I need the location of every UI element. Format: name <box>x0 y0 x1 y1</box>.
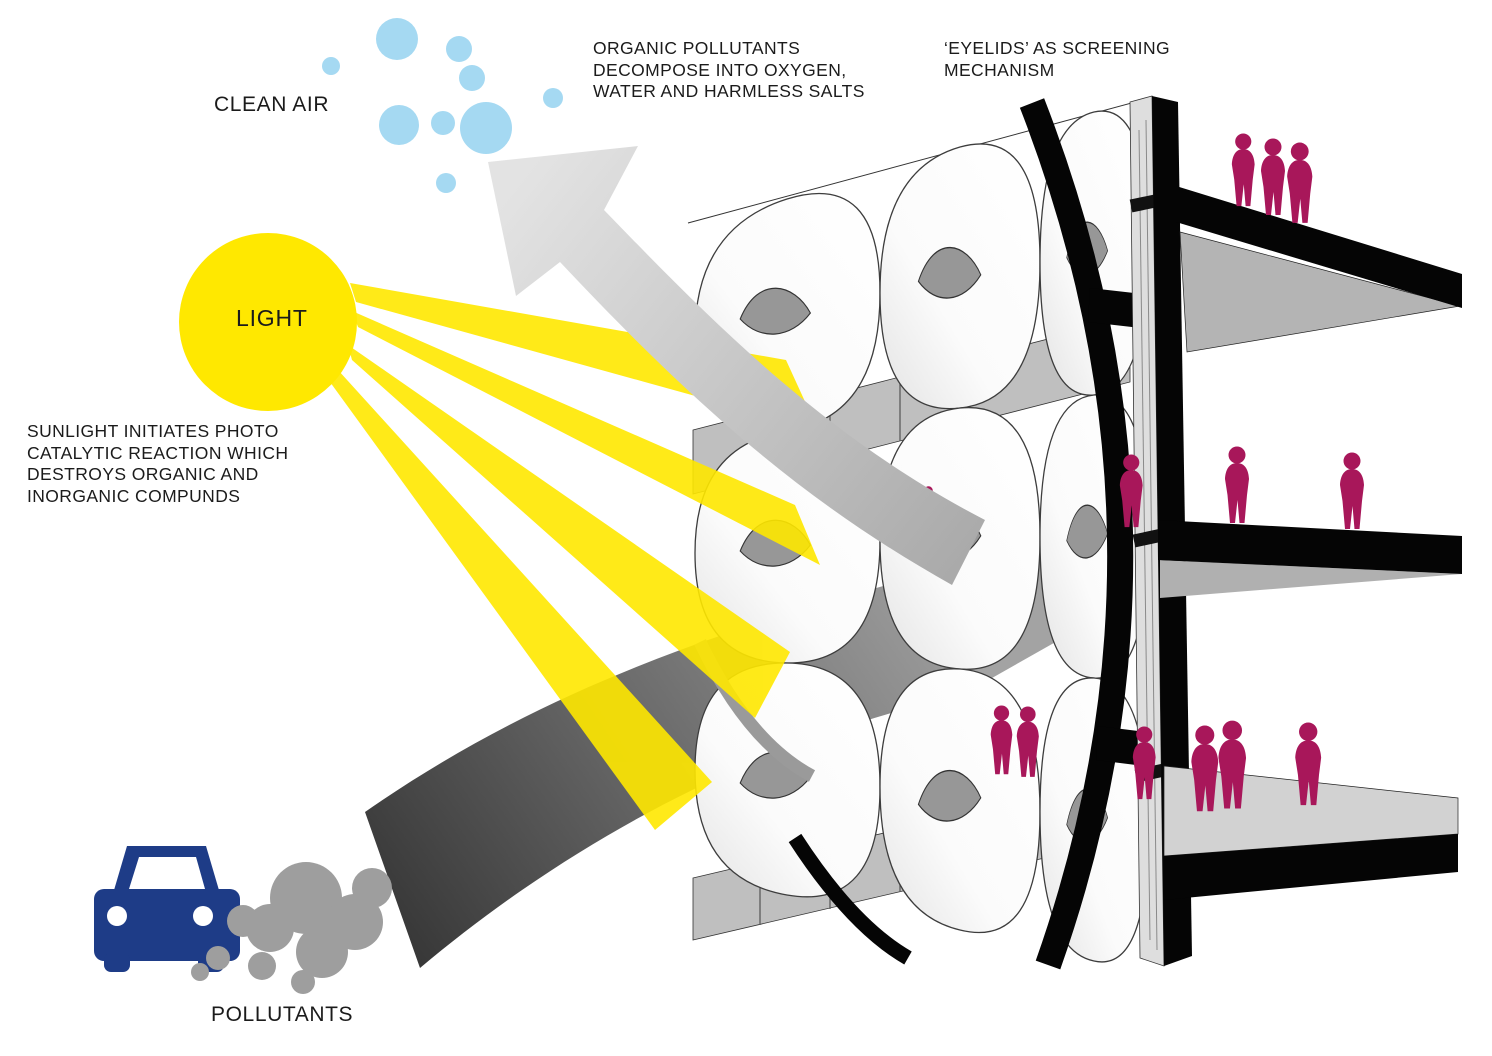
person-silhouette-icon <box>1340 452 1364 529</box>
floor1-underside <box>1179 231 1461 353</box>
organic-pollutants-label: ORGANIC POLLUTANTS DECOMPOSE INTO OXYGEN… <box>593 38 865 101</box>
pollutants-label: POLLUTANTS <box>211 1003 354 1026</box>
sun-ray <box>330 370 712 830</box>
person-silhouette-icon <box>1287 142 1313 223</box>
smoke-cloud-icon <box>191 862 392 994</box>
clean-air-bubbles-icon <box>322 18 563 193</box>
floor2-underside <box>1160 560 1462 598</box>
clean-air-label: CLEAN AIR <box>214 93 330 116</box>
eyelids-screening-label: ‘EYELIDS’ AS SCREENING MECHANISM <box>944 38 1170 80</box>
bubble <box>446 36 472 62</box>
bubble <box>543 88 563 108</box>
bubble <box>379 105 419 145</box>
person-silhouette-icon <box>1261 138 1285 215</box>
clean-air-arrow-icon <box>488 146 985 585</box>
bubble <box>376 18 418 60</box>
sun-ray <box>348 345 790 718</box>
sun-icon <box>179 233 357 411</box>
bubble <box>460 102 512 154</box>
smoke-puff <box>352 868 392 908</box>
car-wheel <box>104 953 130 972</box>
bubble <box>459 65 485 91</box>
floor3-slab <box>1164 834 1458 900</box>
floor1-slab <box>1176 186 1462 308</box>
light-label: LIGHT <box>236 305 308 331</box>
smoke-puff <box>248 952 276 980</box>
eyelid-frame-arc-main <box>1019 98 1134 970</box>
smoke-puff <box>227 905 259 937</box>
person-silhouette-icon <box>1225 446 1249 523</box>
smoke-puff <box>296 926 348 978</box>
smoke-puff <box>191 963 209 981</box>
sunlight-reaction-label: SUNLIGHT INITIATES PHOTO CATALYTIC REACT… <box>27 421 289 506</box>
car-headlight <box>193 906 213 926</box>
eyelid-frame-arc-lower <box>788 833 912 965</box>
facade-top-edge <box>687 97 1151 224</box>
smoke-puff <box>291 970 315 994</box>
sun-ray <box>352 311 820 565</box>
floor2-slab <box>1158 520 1462 574</box>
person-silhouette-icon <box>1231 133 1255 207</box>
car-headlight <box>107 906 127 926</box>
bubble <box>431 111 455 135</box>
car-windshield <box>129 857 205 889</box>
bubble <box>436 173 456 193</box>
smoke-puff <box>206 946 230 970</box>
car-icon <box>94 846 240 972</box>
sun-rays <box>330 283 820 830</box>
bubble <box>322 57 340 75</box>
